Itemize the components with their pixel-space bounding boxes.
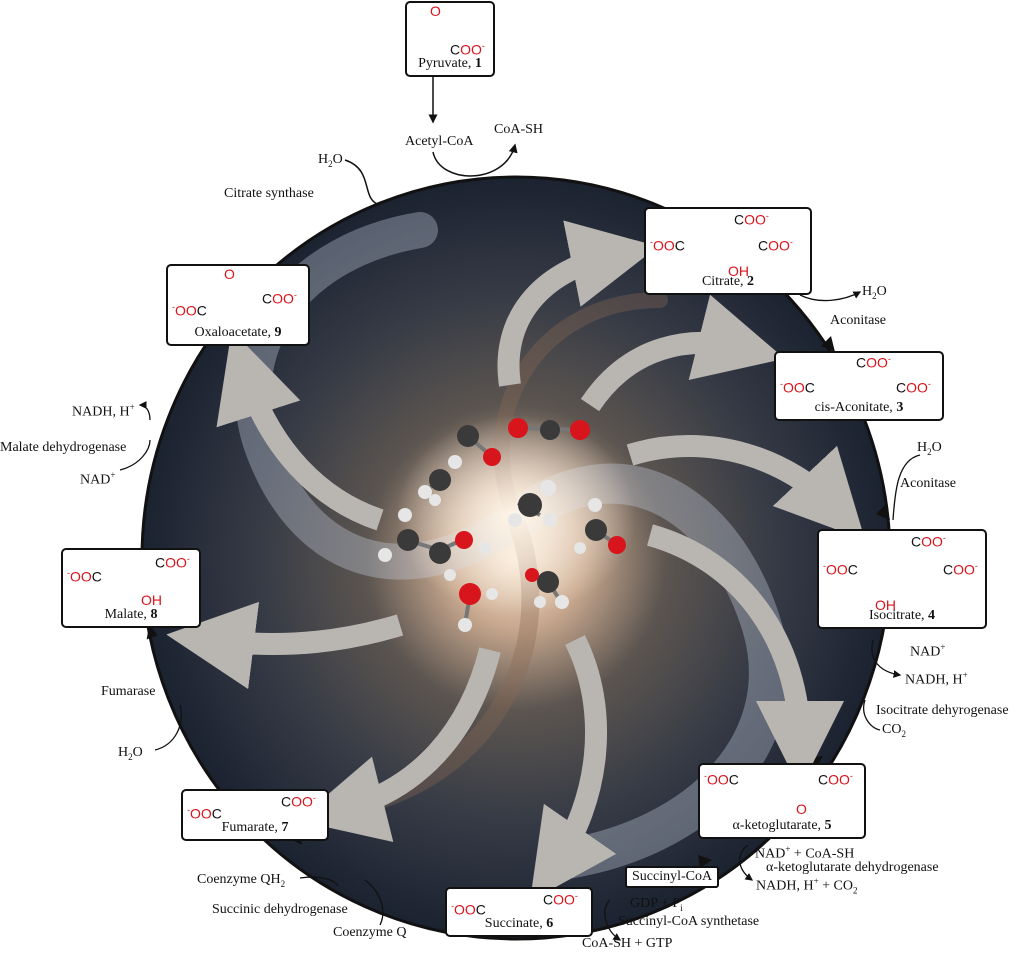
compound-name-alpha-ketoglutarate: α-ketoglutarate, 5 [732,818,832,833]
compound-name-succinate: Succinate, 6 [484,916,554,931]
keto-oxygen: O [224,266,235,282]
carboxylate-group-left: -OOC [650,237,685,254]
citrate-box: COO- -OOC COO- OH Citrate, 2 [644,207,812,295]
carboxylate-group-left: -OOC [823,561,858,578]
compound-name-pyruvate: Pyruvate, 1 [418,56,482,71]
compound-name-isocitrate: Isocitrate, 4 [868,608,936,623]
compound-name-oxaloacetate: Oxaloacetate, 9 [194,325,282,340]
fumarate-box: -OOC COO- Fumarate, 7 [181,789,329,841]
label-gdp-pi: GDP + Pi [630,896,683,913]
carboxylate-group-left: -OOC [451,901,486,918]
isocitrate-box: COO- -OOC COO- OH Isocitrate, 4 [817,529,987,629]
label-nadh-isocitrate: NADH, H+ [905,670,968,688]
carboxylate-group-left: -OOC [187,805,222,822]
compound-name-cis-aconitate: cis-Aconitate, 3 [814,400,904,415]
label-fumarase: Fumarase [101,684,156,699]
label-h2o-citrate: H2O [318,152,343,169]
compound-name-malate: Malate, 8 [104,607,158,622]
carboxylate-group-right: COO- [758,237,793,254]
carboxylate-group-top: COO- [734,211,769,228]
carboxylate-group-right: COO- [818,771,853,788]
label-h2o-aconitase-1: H2O [862,284,887,301]
label-aconitase-1: Aconitase [830,313,886,328]
label-coenzyme-q: Coenzyme Q [333,925,407,940]
hydroxyl-group: OH [875,597,896,613]
label-isocitrate-dehydrogenase: Isocitrate dehyrogenase [876,703,1009,718]
compound-name-fumarate: Fumarate, 7 [221,820,289,835]
label-nadh-co2-akg: NADH, H+ + CO2 [756,876,858,896]
carboxylate-group-right: COO- [155,554,190,571]
carboxylate-group-top: COO- [856,354,891,371]
malate-box: -OOC COO- OH Malate, 8 [61,548,201,628]
carboxylate-group-left: -OOC [67,568,102,585]
label-succinic-dehydrogenase: Succinic dehydrogenase [212,902,348,917]
carboxylate-group-right: COO- [543,891,578,908]
label-succinyl-coa-synthetase: Succinyl-CoA synthetase [618,914,760,929]
label-coa-gtp: CoA-SH + GTP [582,936,673,951]
keto-oxygen: O [796,801,807,817]
label-malate-dehydrogenase: Malate dehydrogenase [0,440,127,455]
carboxylate-group-left: -OOC [780,379,815,396]
carboxylate-group-top: COO- [911,533,946,550]
keto-oxygen: O [430,3,441,19]
alpha-ketoglutarate-box: -OOC COO- O α-ketoglutarate, 5 [698,763,866,839]
carboxylate-group-right: COO- [262,290,297,307]
label-h2o-aconitase-2: H2O [917,440,942,457]
compound-name-citrate: Citrate, 2 [701,274,755,289]
label-nadh-malate: NADH, H+ [72,402,135,420]
label-h2o-fumarase: H2O [118,745,143,762]
hydroxyl-group: OH [141,592,162,608]
succinate-box: -OOC COO- Succinate, 6 [445,887,593,937]
label-citrate-synthase: Citrate synthase [224,186,314,201]
acetyl-coa-curve [432,143,518,177]
carboxylate-group-right: COO- [943,561,978,578]
swirl-arrows [166,220,866,902]
label-co2-isocitrate: CO2 [882,722,906,739]
carboxylate-group-right: COO- [281,793,316,810]
hydroxyl-group: OH [728,263,749,279]
label-acetyl-coa: Acetyl-CoA [405,134,474,149]
label-nad-coa-akg: NAD+ + CoA-SH [755,844,855,862]
cis-aconitate-box: COO- -OOC COO- cis-Aconitate, 3 [774,351,944,421]
carboxylate-group-right: COO- [896,379,931,396]
label-coenzyme-qh2: Coenzyme QH2 [197,872,286,889]
label-akg-dehydrogenase: α-ketoglutarate dehydrogenase [766,860,939,875]
atoms [378,418,626,632]
succinyl-coa-box: Succinyl-CoA [625,866,720,888]
carboxylate-group-left: -OOC [704,771,739,788]
carboxylate-group-left: -OOC [172,302,207,319]
label-nad-malate: NAD+ [80,470,116,488]
label-coa-sh-release: CoA-SH [494,122,544,137]
oxaloacetate-box: O -OOC COO- Oxaloacetate, 9 [166,264,310,346]
label-aconitase-2: Aconitase [900,476,956,491]
label-nad-isocitrate: NAD+ [910,642,946,660]
